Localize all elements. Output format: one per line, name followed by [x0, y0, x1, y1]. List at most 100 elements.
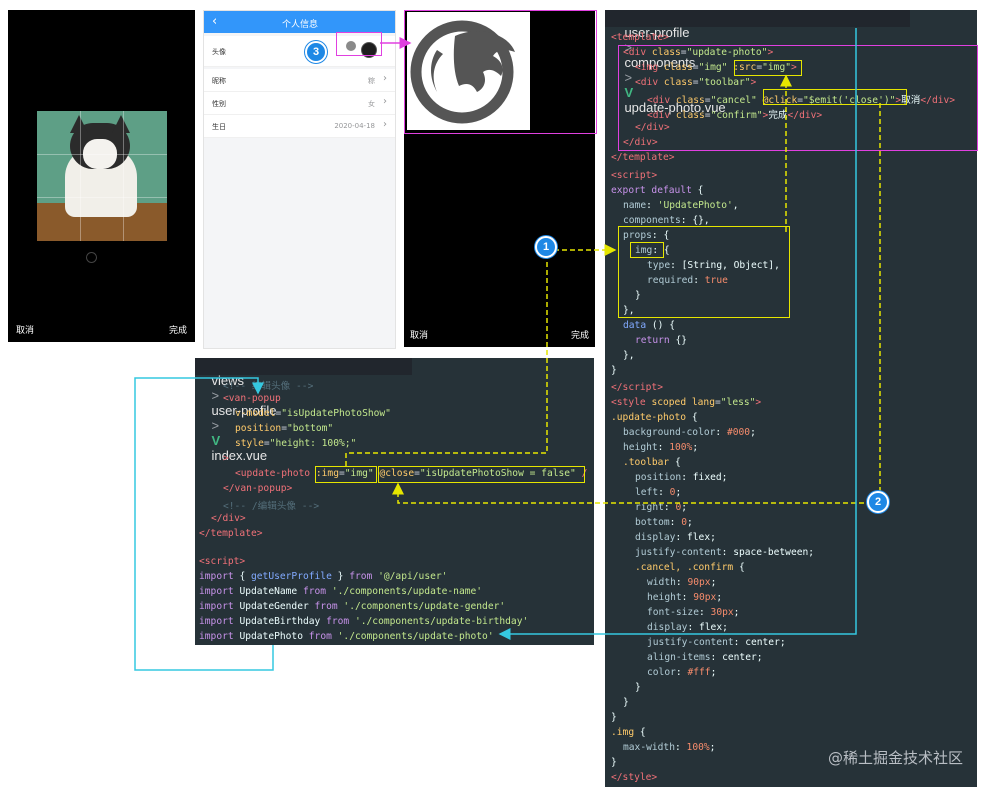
- code-line: <script>: [611, 170, 658, 181]
- code-line: height: 100%;: [623, 442, 699, 453]
- code-line: .cancel, .confirm {: [635, 562, 745, 573]
- photo-highlight-box: [404, 10, 597, 134]
- code-line: }: [611, 712, 617, 723]
- code-panel-index: views > user-profile > V index.vue <!-- …: [195, 358, 594, 645]
- code-line: font-size: 30px;: [647, 607, 740, 618]
- code-line: </template>: [611, 152, 675, 163]
- code-line: <style scoped lang="less">: [611, 397, 762, 408]
- row-label-gender: 性别: [212, 100, 226, 108]
- row-value-nickname: 粽: [368, 77, 375, 85]
- row-value-birthday: 2020-04-18: [334, 122, 375, 130]
- img-binding-highlight-box: [315, 466, 377, 483]
- chevron-right-icon: ›: [383, 73, 387, 84]
- avatar: [361, 42, 377, 58]
- badge-3: 3: [305, 41, 327, 63]
- profile-header: ‹ 个人信息: [204, 11, 395, 33]
- row-label-nickname: 昵称: [212, 77, 226, 85]
- emit-close-highlight-box: [763, 89, 907, 105]
- code-line: }: [623, 697, 629, 708]
- code-line: </script>: [611, 382, 663, 393]
- cat-photo: [37, 111, 167, 241]
- cancel-button[interactable]: 取消: [16, 326, 35, 336]
- badge-2: 2: [867, 491, 889, 513]
- profile-row-birthday[interactable]: 生日 2020-04-18 ›: [204, 115, 395, 138]
- code-line: bottom: 0;: [635, 517, 693, 528]
- code-line: right: 0;: [635, 502, 688, 513]
- back-icon[interactable]: ‹: [212, 14, 218, 29]
- crop-grid-h2: [37, 197, 167, 198]
- code-line: import UpdateBirthday from './components…: [199, 616, 529, 627]
- profile-row-avatar[interactable]: 头像: [204, 36, 395, 67]
- code-line: export default {: [611, 185, 704, 196]
- code-line: import UpdateName from './components/upd…: [199, 586, 483, 597]
- profile-row-gender[interactable]: 性别 女 ›: [204, 92, 395, 115]
- code-line: max-width: 100%;: [623, 742, 716, 753]
- code-line: v-model="isUpdatePhotoShow": [235, 408, 391, 419]
- row-label-avatar: 头像: [212, 48, 226, 56]
- code-line: </div>: [211, 513, 246, 524]
- code-line: import UpdatePhoto from './components/up…: [199, 631, 494, 642]
- code-line: }: [635, 682, 641, 693]
- code-line: <!-- /编辑头像 -->: [223, 501, 320, 512]
- code-line: import UpdateGender from './components/u…: [199, 601, 506, 612]
- crop-grid-v1: [80, 111, 81, 241]
- code-line: components: {},: [623, 215, 710, 226]
- src-highlight-box: [734, 60, 802, 76]
- profile-row-nickname[interactable]: 昵称 粽 ›: [204, 69, 395, 92]
- cancel-button[interactable]: 取消: [410, 331, 429, 341]
- code-line: position: fixed;: [635, 472, 728, 483]
- code-line: </template>: [199, 528, 263, 539]
- breadcrumb: views > user-profile > V index.vue: [195, 358, 412, 463]
- vue-file-icon: V: [211, 433, 221, 448]
- code-line: display: flex;: [635, 532, 716, 543]
- code-line: <van-popup: [223, 393, 281, 404]
- code-line: <script>: [199, 556, 246, 567]
- breadcrumb-separator: >: [211, 388, 220, 403]
- code-line: style="height: 100%;": [235, 438, 357, 449]
- row-label-birthday: 生日: [212, 123, 226, 131]
- code-line: return {}: [635, 335, 687, 346]
- code-line: display: flex;: [647, 622, 728, 633]
- close-binding-highlight-box: [378, 466, 585, 483]
- crop-rotate-icon[interactable]: [86, 252, 97, 263]
- code-line: name: 'UpdatePhoto',: [623, 200, 739, 211]
- code-line: .update-photo {: [611, 412, 698, 423]
- code-line: height: 90px;: [647, 592, 723, 603]
- code-line: position="bottom": [235, 423, 334, 434]
- code-line: import { getUserProfile } from '@/api/us…: [199, 571, 448, 582]
- code-line: background-color: #000;: [623, 427, 756, 438]
- img-prop-highlight-box: [630, 242, 664, 258]
- cat-ear-left: [70, 115, 88, 133]
- confirm-button[interactable]: 完成: [168, 326, 187, 336]
- cat-ear-right: [112, 115, 130, 133]
- code-line: width: 90px;: [647, 577, 717, 588]
- crop-grid-h1: [37, 154, 167, 155]
- confirm-button[interactable]: 完成: [570, 331, 589, 341]
- chevron-right-icon: ›: [383, 119, 387, 130]
- code-line: .toolbar {: [623, 457, 681, 468]
- badge-1: 1: [535, 236, 557, 258]
- code-line: </style>: [611, 772, 658, 783]
- code-line: align-items: center;: [647, 652, 763, 663]
- code-line: }: [611, 757, 617, 768]
- page-title: 个人信息: [282, 20, 319, 30]
- chevron-right-icon: ›: [383, 96, 387, 107]
- code-line: <template>: [611, 32, 669, 43]
- breadcrumb-file[interactable]: index.vue: [211, 448, 268, 463]
- code-line: justify-content: center;: [647, 637, 786, 648]
- breadcrumb-separator: >: [211, 418, 220, 433]
- watermark: @稀土掘金技术社区: [827, 749, 963, 767]
- code-line: },: [623, 350, 635, 361]
- code-line: color: #fff;: [647, 667, 717, 678]
- code-line: >: [223, 453, 229, 464]
- code-line: data () {: [623, 320, 675, 331]
- props-highlight-box: [618, 226, 790, 318]
- breadcrumb: user-profile > components > V update-pho…: [605, 10, 910, 115]
- code-line: justify-content: space-between;: [635, 547, 815, 558]
- avatar-placeholder-icon: [346, 41, 356, 51]
- code-line: left: 0;: [635, 487, 682, 498]
- cat-face: [83, 139, 117, 169]
- crop-grid-v2: [123, 111, 124, 241]
- code-line: }: [611, 365, 617, 376]
- profile-screen: ‹ 个人信息 头像 昵称 粽 › 性别 女 › 生日 2020-04-18 ›: [203, 10, 396, 349]
